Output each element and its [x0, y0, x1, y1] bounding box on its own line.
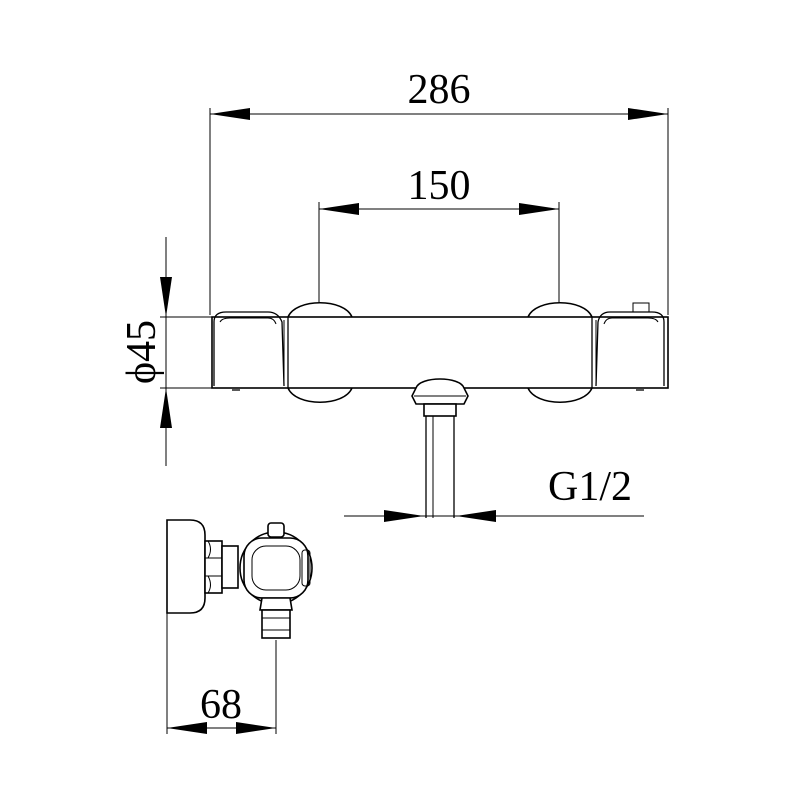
- mixer-bar-body: [211, 316, 669, 389]
- wall-flange: [166, 519, 206, 614]
- body-diameter-label: ϕ45: [119, 320, 165, 384]
- overall-width-label: 286: [408, 67, 471, 113]
- inlet-pipe: [423, 403, 457, 417]
- dimension-overall-width: 286: [209, 67, 669, 315]
- front-view-mixer: [211, 301, 669, 518]
- handle-spacing-label: 150: [408, 163, 471, 209]
- wall-projection-label: 68: [200, 682, 242, 728]
- dimension-body-diameter: ϕ45: [119, 237, 212, 466]
- dimension-wall-projection: 68: [166, 613, 277, 734]
- side-view-mixer: [166, 519, 313, 639]
- dimension-inlet-thread: G1/2: [344, 464, 644, 522]
- inlet-thread-label: G1/2: [548, 464, 632, 510]
- dimension-handle-spacing: 150: [318, 163, 560, 305]
